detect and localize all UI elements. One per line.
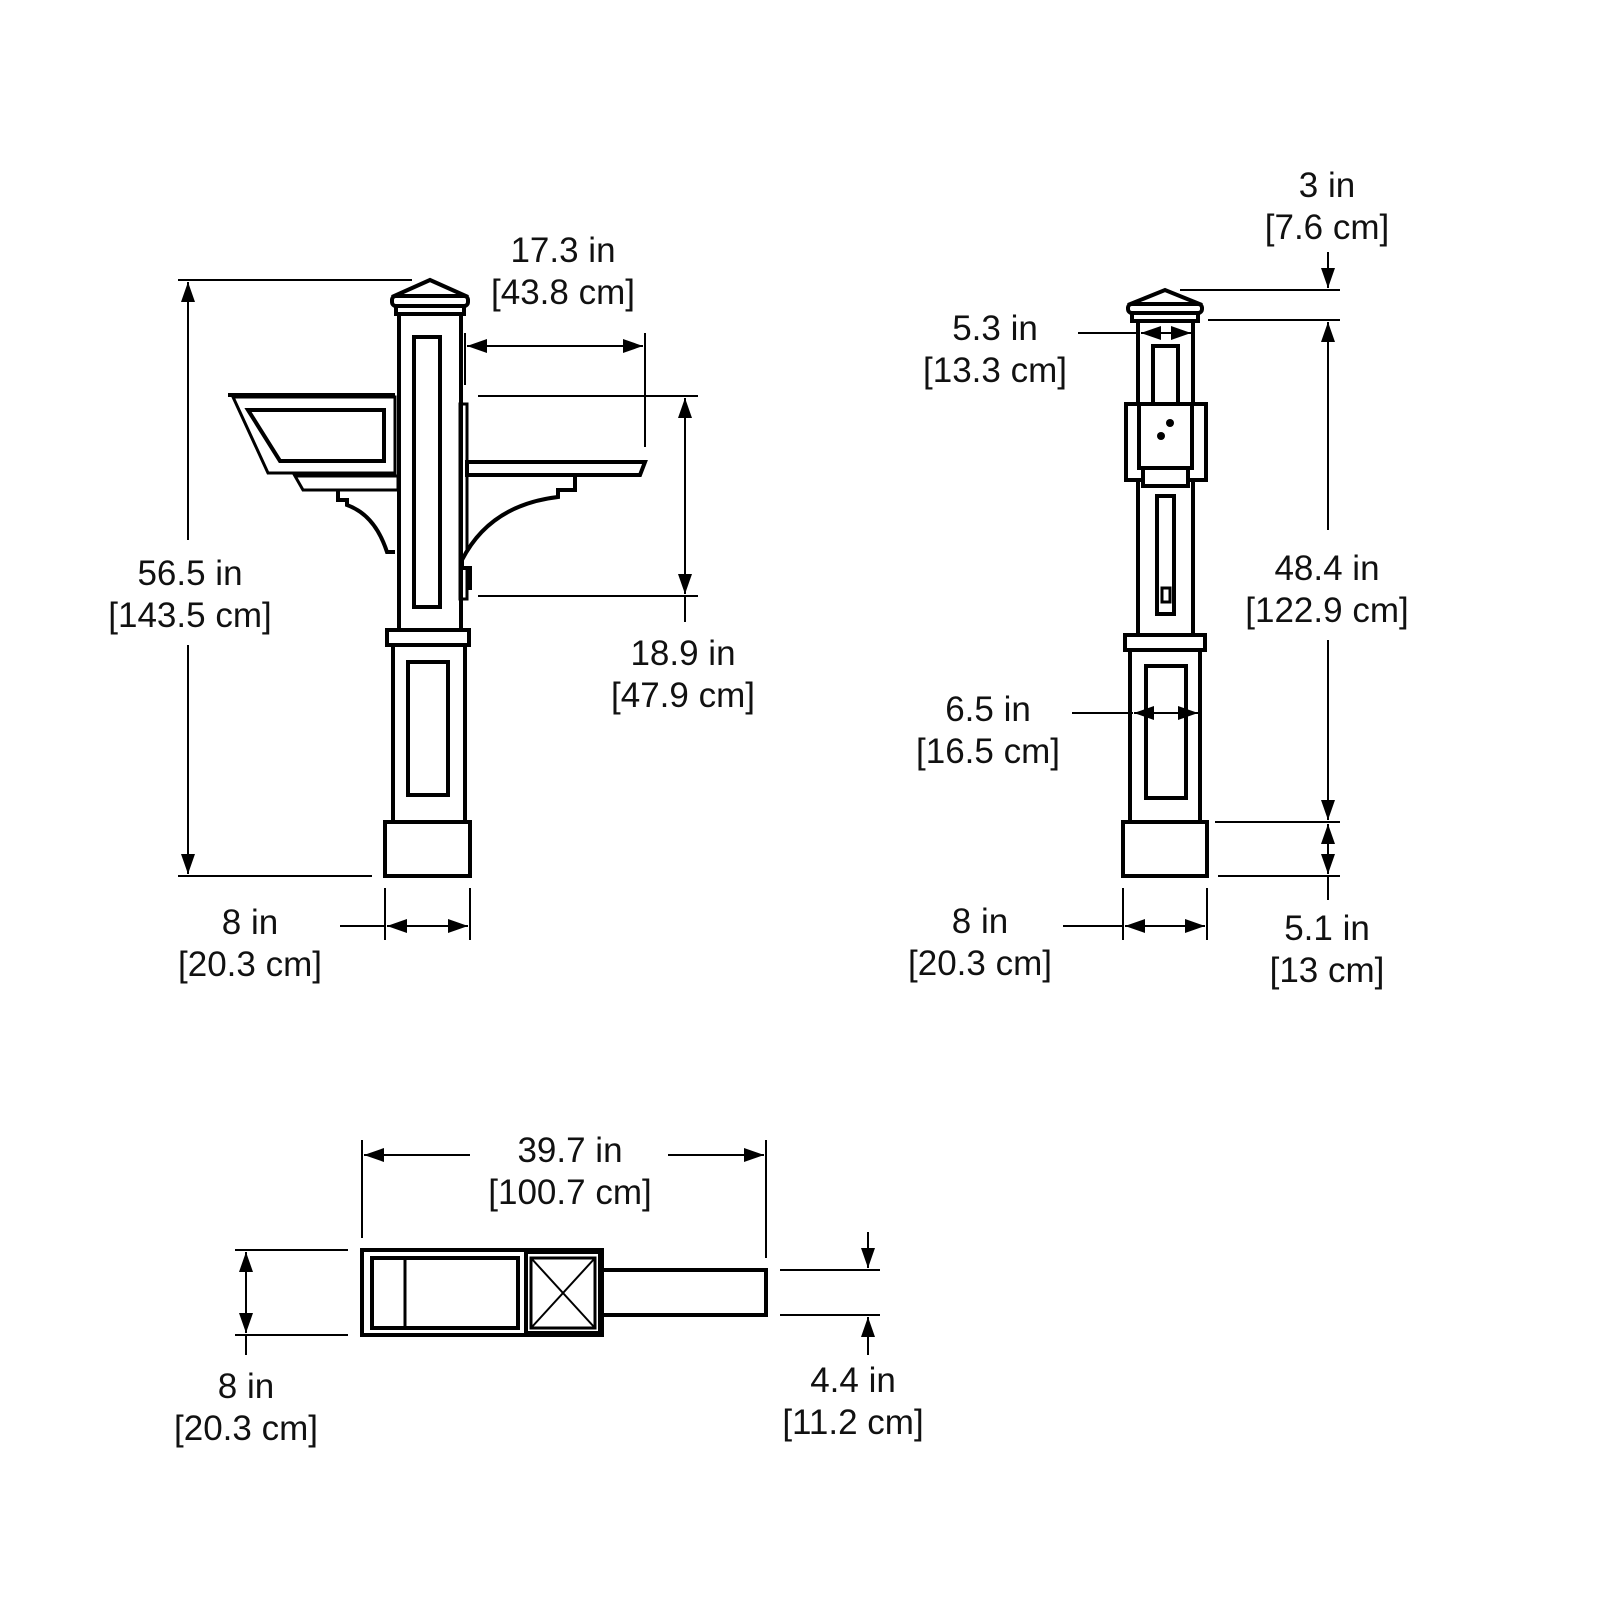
dim-label-cm: [43.8 cm] bbox=[491, 273, 635, 312]
dim-label-cm: [13.3 cm] bbox=[923, 351, 1067, 390]
side-view: 3 in [7.6 cm] 5.3 in [13.3 cm] 48.4 in [… bbox=[908, 166, 1409, 990]
dimension-base-height-5-1: 5.1 in [13 cm] bbox=[1218, 824, 1384, 990]
dimension-sleeve-6-5: 6.5 in [16.5 cm] bbox=[916, 690, 1198, 771]
dimension-length-39-7: 39.7 in [100.7 cm] bbox=[361, 1131, 767, 1258]
top-plan-drawing bbox=[360, 1248, 768, 1337]
dimension-base-8: 8 in [20.3 cm] bbox=[178, 888, 471, 984]
dim-label-in: 3 in bbox=[1299, 166, 1355, 205]
dim-label-cm: [100.7 cm] bbox=[488, 1173, 651, 1212]
dim-label-in: 48.4 in bbox=[1274, 549, 1379, 588]
dim-label-in: 18.9 in bbox=[630, 634, 735, 673]
dimension-sign-18-9: 18.9 in [47.9 cm] bbox=[478, 395, 755, 715]
dim-label-cm: [16.5 cm] bbox=[916, 732, 1060, 771]
dim-label-cm: [20.3 cm] bbox=[908, 944, 1052, 983]
dim-label-cm: [20.3 cm] bbox=[178, 945, 322, 984]
front-view: 56.5 in [143.5 cm] 17.3 in [43.8 cm] 18.… bbox=[108, 231, 755, 984]
dim-label-cm: [11.2 cm] bbox=[782, 1403, 923, 1442]
dimension-shaft-48-4: 48.4 in [122.9 cm] bbox=[1208, 319, 1409, 823]
dim-label-in: 56.5 in bbox=[137, 554, 242, 593]
dim-label-cm: [143.5 cm] bbox=[108, 596, 271, 635]
dim-label-in: 5.3 in bbox=[952, 309, 1038, 348]
dimension-depth-8: 8 in [20.3 cm] bbox=[174, 1249, 348, 1448]
front-post-drawing bbox=[228, 277, 648, 878]
dim-label-in: 8 in bbox=[218, 1367, 274, 1406]
dim-label-in: 39.7 in bbox=[517, 1131, 622, 1170]
dim-label-in: 5.1 in bbox=[1284, 909, 1370, 948]
dimension-cap-3: 3 in [7.6 cm] bbox=[1180, 166, 1389, 291]
dim-label-in: 8 in bbox=[222, 903, 278, 942]
dimension-height-56-5: 56.5 in [143.5 cm] bbox=[108, 279, 412, 877]
dim-label-in: 8 in bbox=[952, 902, 1008, 941]
dim-label-cm: [20.3 cm] bbox=[174, 1409, 318, 1448]
dimension-arm-17-3: 17.3 in [43.8 cm] bbox=[464, 231, 646, 447]
dimension-post-5-3: 5.3 in [13.3 cm] bbox=[923, 309, 1191, 390]
side-post-drawing bbox=[1121, 287, 1209, 878]
dim-label-cm: [47.9 cm] bbox=[611, 676, 755, 715]
dimension-base-8-side: 8 in [20.3 cm] bbox=[908, 888, 1208, 983]
dim-label-in: 6.5 in bbox=[945, 690, 1031, 729]
dim-label-cm: [13 cm] bbox=[1270, 951, 1385, 990]
dim-label-in: 17.3 in bbox=[510, 231, 615, 270]
dimension-arm-width-4-4: 4.4 in [11.2 cm] bbox=[780, 1232, 924, 1442]
top-view: 39.7 in [100.7 cm] 8 in [20.3 cm] 4.4 in… bbox=[174, 1131, 924, 1448]
dim-label-in: 4.4 in bbox=[810, 1361, 896, 1400]
dim-label-cm: [7.6 cm] bbox=[1265, 208, 1389, 247]
dim-label-cm: [122.9 cm] bbox=[1245, 591, 1408, 630]
